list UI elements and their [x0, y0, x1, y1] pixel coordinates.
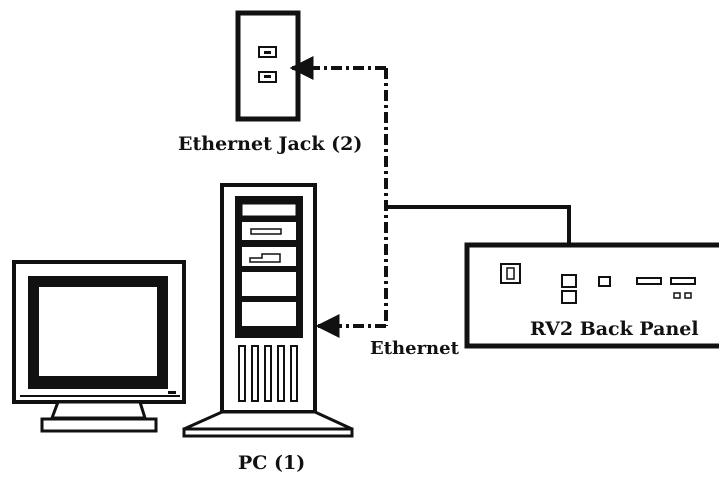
port-icon: [561, 290, 577, 304]
jack-port-bottom: [258, 71, 277, 83]
rv2-back-panel-label: RV2 Back Panel: [530, 318, 699, 340]
rv2-back-panel: [464, 242, 719, 349]
monitor-icon: [12, 260, 186, 433]
ethernet-jack-label: Ethernet Jack (2): [178, 133, 363, 155]
connector-icon: [670, 277, 696, 285]
pc-label: PC (1): [238, 452, 306, 474]
ethernet-port-icon: [561, 274, 577, 288]
port-icon: [598, 276, 611, 287]
connector-icon: [636, 277, 662, 285]
jack-port-top: [258, 46, 277, 58]
ethernet-jack: [235, 10, 301, 122]
dashed-ethernet-link: [289, 56, 388, 338]
pc-tower-icon: [182, 183, 354, 438]
ethernet-label: Ethernet: [370, 338, 459, 359]
